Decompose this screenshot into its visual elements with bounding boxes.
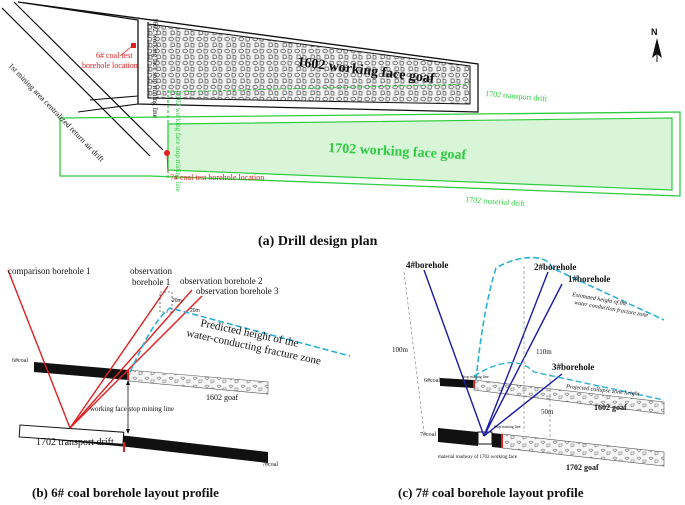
- transport-drift-box: [18, 424, 125, 445]
- coal6-label: 6#coal: [12, 358, 28, 364]
- borehole-2-line: [483, 271, 549, 437]
- borehole-7-marker: [164, 150, 170, 156]
- coal7-label-c: 7#coal: [420, 432, 436, 438]
- goaf-1702-label: 1702 working face goaf: [328, 141, 467, 163]
- obs-borehole-2-line: [69, 289, 193, 429]
- transport-drift-label: 1702 transport drift: [485, 89, 549, 103]
- fracture-zone-b: [129, 307, 351, 373]
- arrow-up-icon: [126, 380, 130, 385]
- borehole-6-label-1: 6# coal test: [96, 51, 133, 60]
- obs2-label: observation borehole 2: [180, 276, 262, 286]
- bh2-label: 2#borehole: [534, 262, 576, 272]
- coal-6-seam-c: [440, 378, 474, 388]
- borehole-7-label: 7# coal test borehole location: [170, 173, 264, 182]
- profile-6-coal: comparison borehole 1 observation boreho…: [7, 266, 351, 500]
- goaf1602-label-c: 1602 goaf: [594, 403, 627, 412]
- borehole-7-leader: [166, 155, 169, 173]
- stop-1602-label: 1602 working face stop mining line: [151, 18, 159, 118]
- h100-label: 100m: [392, 346, 409, 354]
- borehole-3-line: [483, 373, 563, 437]
- comparison-label: comparison borehole 1: [8, 266, 90, 276]
- borehole-1-line: [483, 283, 563, 437]
- centralized-drift-label: 1st mining area centralized return air d…: [7, 61, 107, 164]
- drill-design-plan: 1602 working face goaf 1702 working face…: [1, 1, 681, 249]
- obs1-label-a: observation: [130, 266, 172, 276]
- goaf1702-label-c: 1702 goaf: [566, 463, 599, 472]
- obs3-label: observation borehole 3: [196, 286, 279, 296]
- bh3-label: 3#borehole: [552, 362, 594, 372]
- connection-drifts: [77, 95, 139, 113]
- north-arrow-icon: N: [651, 27, 662, 62]
- profile-7-coal: 4#borehole 2#borehole 1#borehole 3#boreh…: [392, 256, 665, 500]
- coal-6-seam: [34, 362, 128, 380]
- dim-100m: [403, 271, 425, 433]
- coal-7-seam-c2: [492, 433, 502, 448]
- goaf1602-label-b: 1602 goaf: [206, 393, 239, 402]
- stop6-label: Stop mining line: [462, 374, 489, 379]
- obs-borehole-1-line: [69, 285, 169, 429]
- coal7-label-b: 7#coal: [262, 462, 278, 468]
- distance-box: [159, 291, 173, 313]
- borehole-4-line: [423, 269, 485, 437]
- goaf-1702-c: [501, 433, 665, 467]
- panel-1702-outline: [59, 111, 681, 197]
- caption-a: (a) Drill design plan: [258, 234, 378, 249]
- collapse-zone-c: [473, 361, 665, 401]
- stopline-label: working face stop mining line: [90, 405, 174, 413]
- obs1-label-b: borehole 1: [132, 277, 170, 287]
- stop-1702-label: 1702 working face stop mining line: [174, 92, 182, 192]
- obs-borehole-3-line: [69, 295, 203, 429]
- comparison-borehole-line: [7, 269, 71, 429]
- dist-20a: 20m: [172, 298, 182, 304]
- h50-label: 50m: [541, 408, 554, 416]
- drift-label-b: 1702 transport drift: [36, 437, 114, 448]
- goaf-1602-b: [127, 369, 269, 395]
- bh1-label: 1#borehole: [568, 274, 610, 284]
- dist-20b: 20m: [190, 308, 200, 314]
- bh4-label: 4#borehole: [406, 260, 448, 270]
- borehole-6-marker: [131, 43, 136, 48]
- borehole-6-leader: [119, 46, 132, 57]
- caption-c: (c) 7# coal borehole layout profile: [398, 485, 584, 500]
- centralized-drift: [1, 1, 164, 157]
- fracture-zone-c: [475, 256, 665, 381]
- coal6-label-c: 6#coal: [424, 378, 440, 384]
- material-drift-label: 1702 material drift: [465, 195, 526, 208]
- caption-b: (b) 6# coal borehole layout profile: [32, 485, 219, 500]
- coal-7-seam-c: [438, 428, 478, 446]
- arrow-down-icon: [126, 429, 130, 434]
- transport-drift-line: [167, 83, 471, 93]
- north-label: N: [651, 27, 658, 37]
- stop7-label: Stop mining line: [494, 424, 521, 429]
- roadway-label: material roadway of 1702 working face: [438, 455, 518, 460]
- panel-1602-outline: [17, 1, 479, 113]
- h110-label: 110m: [536, 348, 552, 356]
- borehole-6-label-2: borehole location: [82, 61, 138, 70]
